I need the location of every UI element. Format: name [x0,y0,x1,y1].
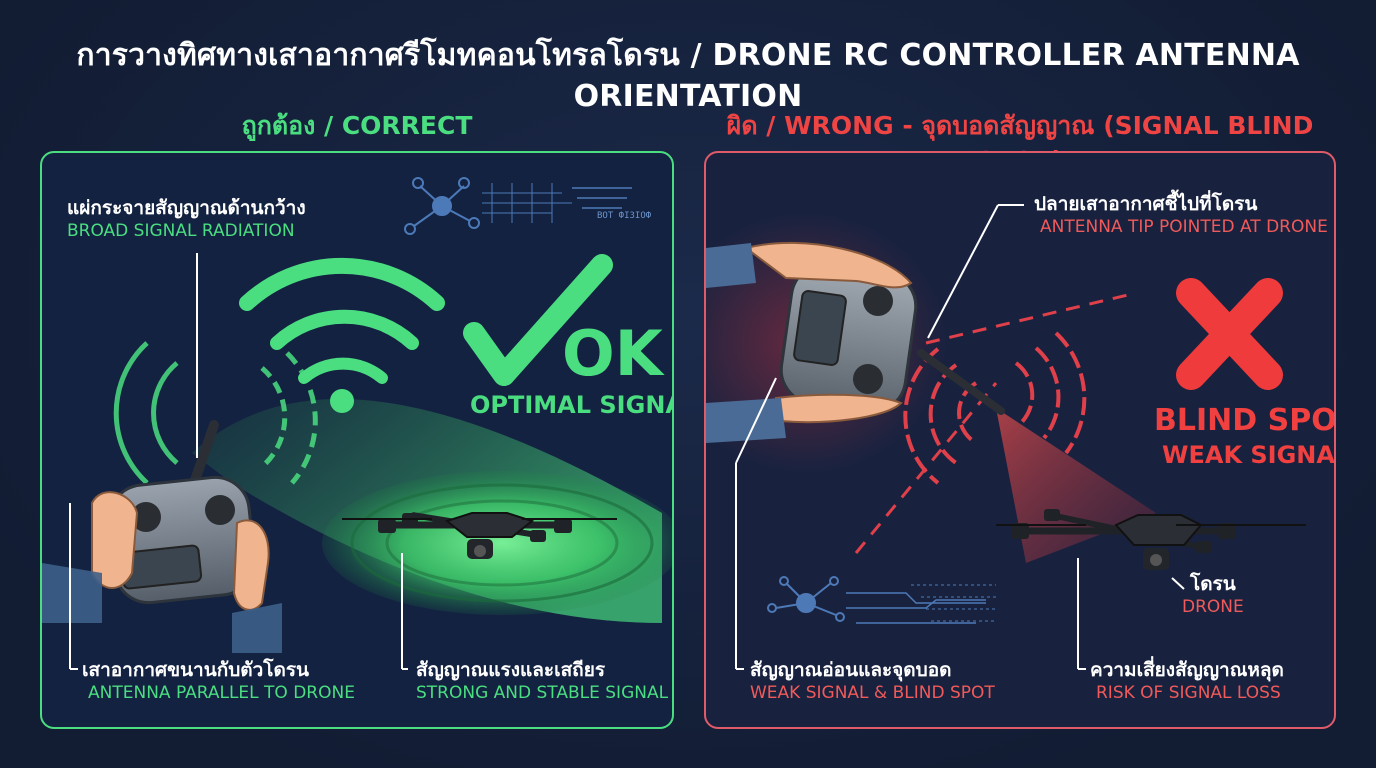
label-th: โดรน [1190,573,1236,595]
label-signal-loss: ความเสี่ยงสัญญาณหลุด RISK OF SIGNAL LOSS [1090,659,1284,704]
ok-label: OK [562,317,663,390]
label-th: สัญญาณอ่อนและจุดบอด [750,659,952,681]
optimal-signal-label: OPTIMAL SIGNAL [470,391,672,419]
hud-text: ВОТ ФІЗІОФ [597,211,652,221]
label-en: ANTENNA TIP POINTED AT DRONE [1040,216,1328,237]
cross-icon [1176,278,1283,390]
rc-controller-icon [108,420,256,605]
correct-panel: ВОТ ФІЗІОФ [40,151,674,729]
label-en: ANTENNA PARALLEL TO DRONE [88,682,355,703]
page-title: การวางทิศทางเสาอากาศรีโมทคอนโทรลโดรน / D… [76,38,1300,114]
blind-spot-label: BLIND SPOT [1154,403,1336,438]
rc-controller-icon [779,262,1005,415]
label-antenna-parallel: เสาอากาศขนานกับตัวโดรน ANTENNA PARALLEL … [82,659,355,704]
label-en: RISK OF SIGNAL LOSS [1096,682,1281,703]
hand-icon [91,491,270,611]
label-en: BROAD SIGNAL RADIATION [67,220,295,241]
signal-field [322,471,672,615]
label-weak-blind: สัญญาณอ่อนและจุดบอด WEAK SIGNAL & BLIND … [750,659,995,704]
label-th: แผ่กระจายสัญญาณด้านกว้าง [67,197,306,219]
drone-icon [996,509,1306,570]
network-node-icon [767,576,996,624]
label-th: ความเสี่ยงสัญญาณหลุด [1090,659,1284,681]
correct-illustration: ВОТ ФІЗІОФ [42,177,672,670]
wifi-signal-icon [239,257,445,413]
label-en: DRONE [1182,596,1244,617]
wrong-illustration [706,204,1306,670]
label-en: STRONG AND STABLE SIGNAL [416,682,669,703]
wrong-heading: ผิด / WRONG - จุดบอดสัญญาณ (SIGNAL BLIND… [726,111,1314,175]
label-th: เสาอากาศขนานกับตัวโดรน [82,659,310,681]
label-strong-stable: สัญญาณแรงและเสถียร STRONG AND STABLE SIG… [416,659,668,704]
correct-heading: ถูกต้อง / CORRECT [241,111,473,140]
label-th: ปลายเสาอากาศชี้ไปที่โดรน [1034,193,1258,215]
weak-signal-label: WEAK SIGNAL [1162,441,1336,469]
label-antenna-tip: ปลายเสาอากาศชี้ไปที่โดรน ANTENNA TIP POI… [1034,193,1328,238]
label-broad-radiation: แผ่กระจายสัญญาณด้านกว้าง BROAD SIGNAL RA… [67,197,306,242]
label-th: สัญญาณแรงและเสถียร [416,659,606,681]
wrong-panel: ปลายเสาอากาศชี้ไปที่โดรน ANTENNA TIP POI… [704,151,1336,729]
check-icon [463,254,613,386]
network-node-icon [404,177,632,235]
label-en: WEAK SIGNAL & BLIND SPOT [750,682,995,703]
drone-icon [342,512,617,559]
hand-icon [743,241,913,424]
label-drone: โดรน DRONE [1182,573,1244,618]
